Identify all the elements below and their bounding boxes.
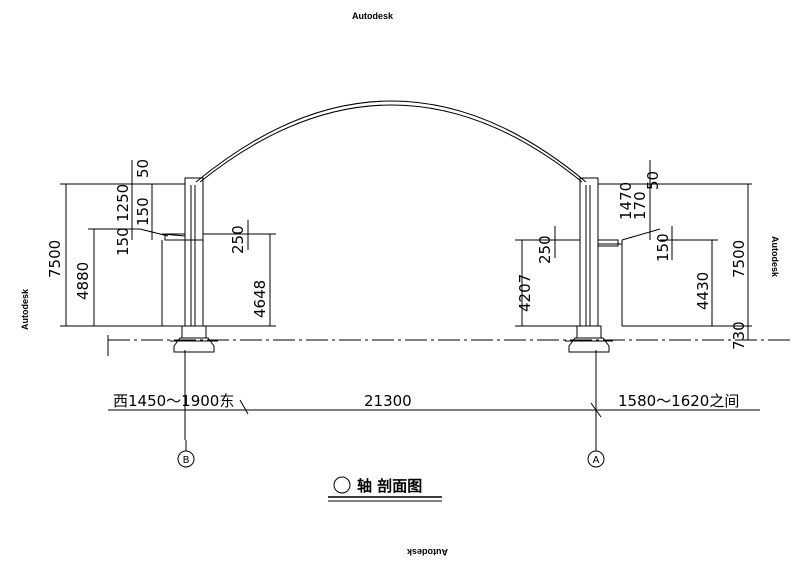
dim-left-50: 50 xyxy=(134,159,152,178)
dim-right-150: 150 xyxy=(654,233,672,262)
dim-right-50: 50 xyxy=(644,171,662,190)
dim-left-250: 250 xyxy=(229,225,247,254)
dim-right-side: 4430 xyxy=(694,272,712,310)
arch-roof-inner xyxy=(199,104,583,183)
dim-right-1470: 1470 xyxy=(617,182,635,220)
dim-left-side: 4880 xyxy=(74,262,92,300)
axis-label-left: B xyxy=(183,455,190,466)
dim-left-1250: 1250 xyxy=(114,184,132,222)
span-left-note: 西1450～1900东 xyxy=(113,392,234,410)
dim-right-250: 250 xyxy=(536,235,554,264)
dim-right-170: 170 xyxy=(631,191,649,220)
title-text: 轴 剖面图 xyxy=(357,477,422,495)
axis-marker-right: A xyxy=(587,440,605,468)
dim-left-150b: 150 xyxy=(134,197,152,226)
span-right-note: 1580～1620之间 xyxy=(618,392,739,410)
axis-label-right: A xyxy=(593,455,600,466)
title-circle xyxy=(333,476,351,494)
span-total: 21300 xyxy=(364,392,412,410)
left-dimension-lines xyxy=(60,160,276,327)
right-dimension-lines xyxy=(515,160,752,340)
span-dimension-lines xyxy=(108,350,760,440)
watermark-bottom: Autodesk xyxy=(406,547,448,557)
dim-left-overall: 7500 xyxy=(46,240,64,278)
dim-right-4207: 4207 xyxy=(516,274,534,312)
watermark-left: Autodesk xyxy=(20,288,30,330)
drawing-title: 轴 剖面图 xyxy=(328,476,442,502)
left-canopy xyxy=(139,228,203,326)
axis-marker-left: B xyxy=(177,440,195,468)
dim-left-4648: 4648 xyxy=(251,280,269,318)
watermark-right: Autodesk xyxy=(770,236,780,278)
arch-roof-outer xyxy=(195,100,587,183)
right-column xyxy=(565,177,613,353)
dim-right-overall: 7500 xyxy=(730,240,748,278)
dim-right-730: 730 xyxy=(730,321,748,350)
dim-left-150a: 150 xyxy=(114,227,132,256)
left-column xyxy=(170,177,218,353)
watermark-top: Autodesk xyxy=(352,11,394,21)
right-canopy xyxy=(597,228,661,326)
